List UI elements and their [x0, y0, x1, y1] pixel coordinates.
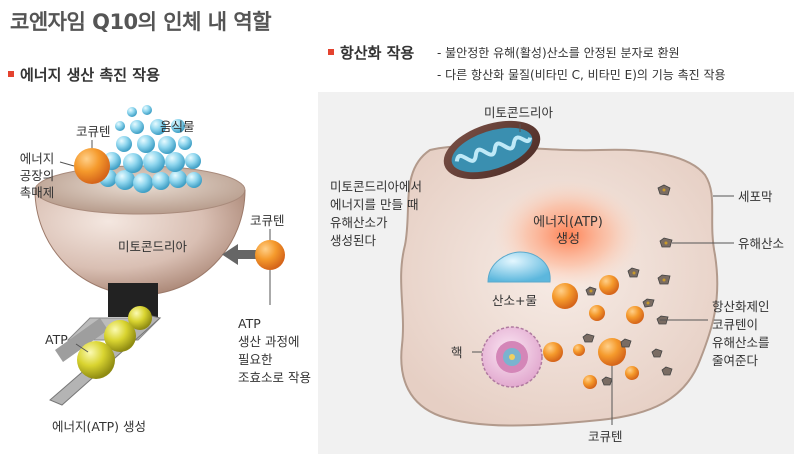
free-radical-label: 유해산소: [738, 236, 785, 251]
leader-line: [75, 343, 89, 353]
right-heading: 항산화 작용: [328, 42, 414, 63]
cofactor-line-4: 조효소로 작용: [238, 370, 311, 385]
cofactor-label: ATP 생산 과정에 필요한 조효소로 작용: [238, 315, 311, 387]
left-heading-text: 에너지 생산 촉진 작용: [20, 66, 160, 84]
antioxidant-label: 항산화제인 코큐텐이 유해산소를 줄여준다: [712, 298, 770, 370]
coq10-sphere-right: [255, 240, 285, 270]
mitochondria-right: [443, 120, 541, 180]
catalyst-line-2: 공장의: [19, 168, 55, 183]
antioxidant-line-1: 항산화제인: [712, 299, 770, 314]
cofactor-line-1: ATP: [238, 316, 261, 331]
cofactor-line-2: 생산 과정에: [238, 334, 300, 349]
free-radical-line-1: 미토콘드리아에서: [330, 179, 423, 194]
antioxidant-line-3: 유해산소를: [712, 335, 770, 350]
nucleus: [481, 326, 543, 388]
nucleus-label: 핵: [451, 345, 463, 360]
antioxidant-line-2: 코큐텐이: [712, 317, 759, 332]
food-label: 음식물: [160, 119, 195, 134]
free-radical-origin-label: 미토콘드리아에서 에너지를 만들 때 유해산소가 생성된다: [330, 178, 422, 250]
free-radicals: [582, 184, 673, 386]
atp-conveyor: [49, 306, 162, 406]
free-radical-line-3: 유해산소가: [330, 215, 388, 230]
cofactor-line-3: 필요한: [238, 352, 273, 367]
catalyst-line-1: 에너지: [19, 151, 55, 166]
atp-production-line-2: 생성: [556, 232, 580, 247]
free-radical-line-2: 에너지를 만들 때: [330, 197, 419, 212]
mitochondria-label-right: 미토콘드리아: [484, 105, 554, 120]
antioxidant-note-1: - 불안정한 유해(활성)산소를 안정된 분자로 환원: [437, 46, 680, 60]
free-radical-line-4: 생성된다: [330, 233, 377, 248]
coq10-label-left: 코큐텐: [76, 124, 111, 139]
energy-label: 에너지(ATP) 생성: [52, 419, 146, 434]
coq10-label-right: 코큐텐: [250, 213, 285, 228]
food-spheres: [99, 105, 202, 193]
page-title: 코엔자임 Q10의 인체 내 역할: [10, 10, 272, 34]
atp-production-label: 에너지(ATP) 생성: [528, 214, 608, 248]
bullet-icon: [328, 48, 334, 55]
coq10-spheres: [543, 275, 644, 389]
coq10-sphere-left: [74, 148, 110, 184]
bullet-icon: [8, 70, 14, 77]
left-heading: 에너지 생산 촉진 작용: [8, 64, 160, 85]
antioxidant-line-4: 줄여준다: [712, 353, 759, 368]
coq10-label-bottom: 코큐텐: [588, 429, 623, 444]
membrane-label: 세포막: [738, 189, 773, 204]
mitochondria-label-left: 미토콘드리아: [118, 239, 188, 254]
atp-label: ATP: [45, 332, 68, 347]
catalyst-label: 에너지 공장의 촉매제: [14, 150, 60, 201]
atp-production-line-1: 에너지(ATP): [533, 215, 603, 230]
catalyst-line-3: 촉매제: [19, 185, 55, 200]
antioxidant-note-2: - 다른 항산화 물질(비타민 C, 비타민 E)의 기능 촉진 작용: [437, 68, 726, 82]
right-heading-text: 항산화 작용: [340, 44, 415, 62]
arrow-icon: [222, 244, 257, 265]
leader-line: [59, 161, 75, 167]
water-drop: [487, 251, 551, 283]
water-label: 산소+물: [492, 293, 537, 308]
